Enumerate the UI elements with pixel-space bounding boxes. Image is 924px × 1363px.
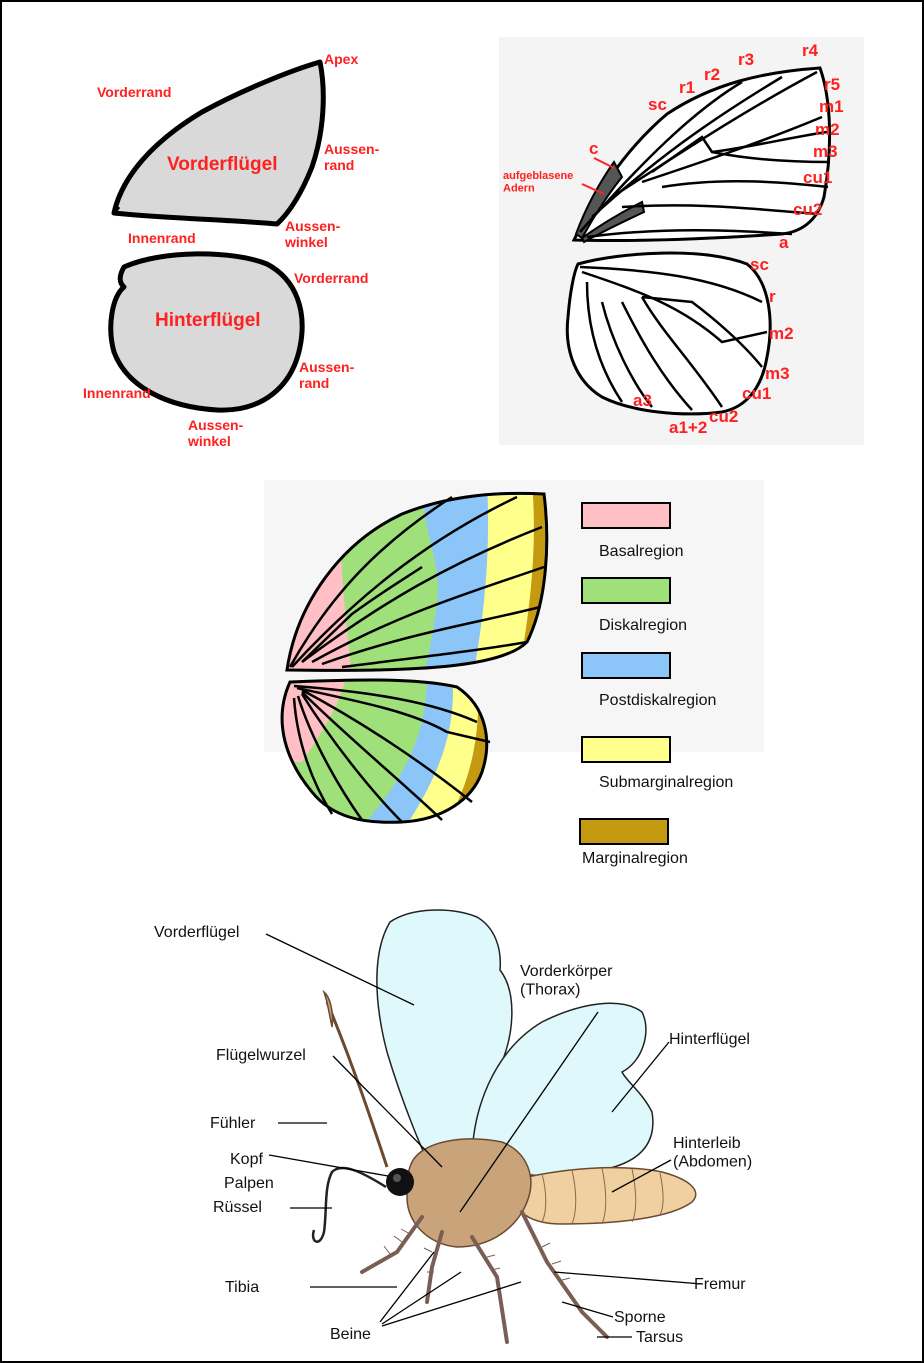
- forewing-name-label: Vorderflügel: [167, 154, 278, 175]
- vein-cu1-fore: cu1: [803, 168, 832, 187]
- legend-swatch-basal: [582, 503, 670, 528]
- vein-c: c: [589, 139, 598, 158]
- side-head: [386, 1168, 414, 1196]
- panel-venation: r3 r4 r2 r1 sc r5 m1 m2 m3 cu1 cu2 a c a…: [499, 37, 864, 445]
- legend-swatch-marginal: [580, 819, 668, 844]
- panel-body-anatomy: Vorderflügel Flügelwurzel Fühler Kopf Pa…: [154, 910, 752, 1346]
- label-tarsus: Tarsus: [636, 1329, 683, 1346]
- legend-swatch-postdiskal: [582, 653, 670, 678]
- legend-swatch-submarginal: [582, 737, 670, 762]
- vein-r5: r5: [824, 75, 840, 94]
- label-proboscis: Rüssel: [213, 1199, 262, 1216]
- label-hindwing: Hinterflügel: [669, 1031, 750, 1048]
- side-abdomen: [507, 1168, 696, 1224]
- label-spurs: Sporne: [614, 1309, 666, 1326]
- vein-m3-fore: m3: [813, 142, 838, 161]
- label-antenna: Fühler: [210, 1115, 256, 1132]
- side-antenna-club: [324, 992, 333, 1027]
- legend-label-diskal: Diskalregion: [599, 617, 687, 634]
- forewing-termen-label: Aussen-rand: [324, 141, 380, 173]
- vein-cu1-hind: cu1: [742, 384, 771, 403]
- legend-swatch-diskal: [582, 578, 670, 603]
- vein-m2-fore: m2: [815, 120, 840, 139]
- side-proboscis: [313, 1168, 386, 1242]
- vein-sc-fore: sc: [648, 95, 667, 114]
- panel-wing-regions: Basalregion Diskalregion Postdiskalregio…: [262, 480, 764, 867]
- side-eye-highlight: [393, 1174, 401, 1182]
- side-antenna: [327, 1002, 387, 1167]
- apex-label: Apex: [324, 51, 358, 67]
- vein-r: r: [769, 287, 776, 306]
- vein-m1: m1: [819, 97, 844, 116]
- vein-a: a: [779, 233, 789, 252]
- label-palps: Palpen: [224, 1175, 274, 1192]
- hindwing-termen-label: Aussen-rand: [299, 359, 355, 391]
- forewing-inner-margin-label: Innenrand: [128, 230, 196, 246]
- legend-label-submarginal: Submarginalregion: [599, 774, 733, 791]
- side-thorax: [407, 1139, 531, 1247]
- label-forewing: Vorderflügel: [154, 924, 239, 941]
- panel-wing-margins: Apex Vorderrand Vorderflügel Aussen-rand…: [83, 51, 380, 449]
- vein-a1-2: a1+2: [669, 418, 707, 437]
- hindwing-tornus-label: Aussen-winkel: [187, 417, 244, 449]
- vein-sc-hind: sc: [750, 255, 769, 274]
- label-femur: Fremur: [694, 1276, 746, 1293]
- label-legs: Beine: [330, 1326, 371, 1343]
- vein-m3-hind: m3: [765, 364, 790, 383]
- legend-label-marginal: Marginalregion: [582, 850, 688, 867]
- vein-r3: r3: [738, 50, 754, 69]
- vein-r1: r1: [679, 78, 695, 97]
- legend-label-postdiskal: Postdiskalregion: [599, 692, 716, 709]
- vein-m2-hind: m2: [769, 324, 794, 343]
- vein-r4: r4: [802, 41, 819, 60]
- label-wing-base: Flügelwurzel: [216, 1047, 306, 1064]
- forewing-tornus-label: Aussen-winkel: [284, 218, 341, 250]
- vein-r2: r2: [704, 65, 720, 84]
- hindwing-name-label: Hinterflügel: [155, 310, 261, 331]
- forewing-costa-label: Vorderrand: [97, 84, 171, 100]
- vein-cu2-fore: cu2: [793, 200, 822, 219]
- label-tibia: Tibia: [225, 1279, 259, 1296]
- hindwing-inner-margin-label: Innenrand: [83, 385, 151, 401]
- vein-a3: a3: [633, 391, 652, 410]
- label-abdomen: Hinterleib(Abdomen): [673, 1135, 752, 1170]
- vein-cu2-hind: cu2: [709, 407, 738, 426]
- hindwing-costa-label: Vorderrand: [294, 270, 368, 286]
- label-head: Kopf: [230, 1151, 263, 1168]
- label-thorax: Vorderkörper(Thorax): [520, 963, 613, 998]
- legend-label-basal: Basalregion: [599, 543, 684, 560]
